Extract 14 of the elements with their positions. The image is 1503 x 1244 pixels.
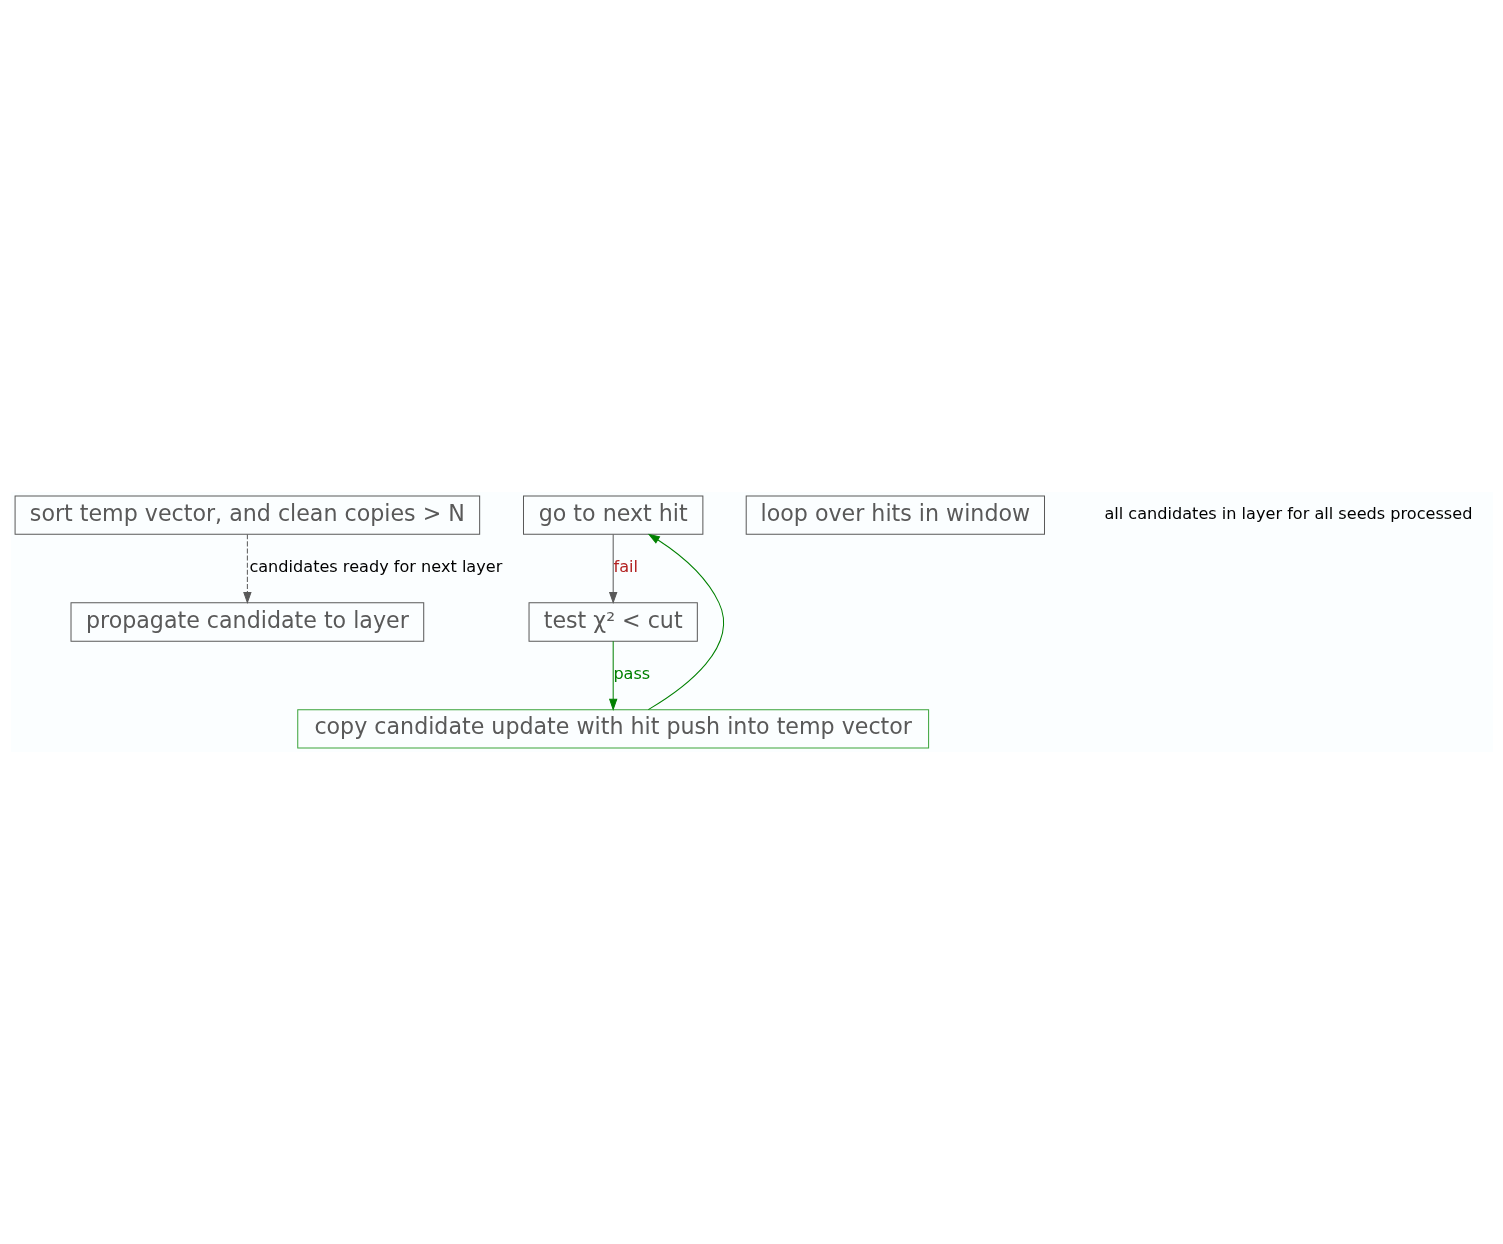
node-box: propagate candidate to layer <box>70 602 424 642</box>
arrow <box>647 533 724 711</box>
arrow <box>608 533 617 605</box>
node-box: go to next hit <box>522 495 703 535</box>
node-box: loop over hits in window <box>745 495 1045 535</box>
edge-label: candidates ready for next layer <box>248 557 502 577</box>
edge-label: pass <box>612 664 650 684</box>
edge-label: fail <box>613 557 638 577</box>
arrow <box>608 640 617 711</box>
node-box: copy candidate update with hit push into temp vector <box>296 709 929 749</box>
node-box: sort temp vector, and clean copies > N <box>14 495 480 535</box>
arrow <box>242 533 252 605</box>
node-box: test χ² < cut <box>528 602 698 642</box>
label: all candidates in layer for all seeds processed <box>1103 504 1472 524</box>
